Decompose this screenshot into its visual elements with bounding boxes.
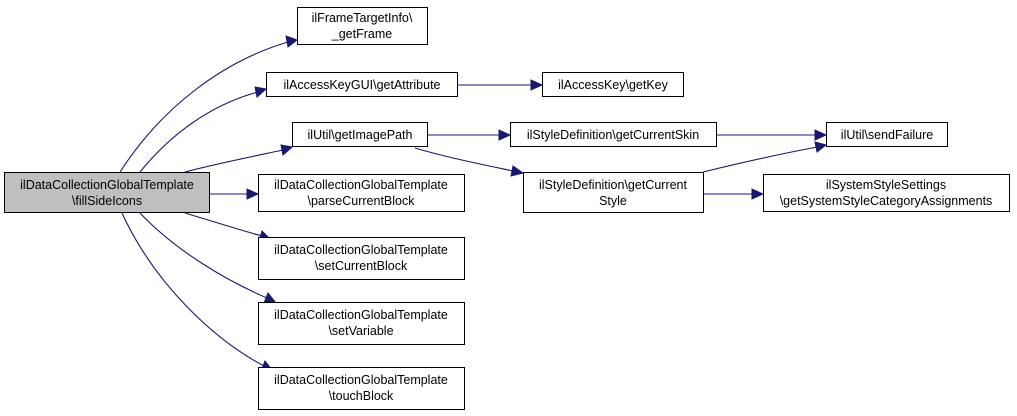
edge-root-to-imgpath	[184, 144, 294, 173]
node-label-line: \touchBlock	[329, 389, 394, 403]
node-label-line: ilDataCollectionGlobalTemplate	[274, 178, 448, 192]
node-imgpath[interactable]: ilUtil\getImagePath	[292, 122, 428, 147]
node-root[interactable]: ilDataCollectionGlobalTemplate \fillSide…	[4, 172, 210, 213]
node-parse[interactable]: ilDataCollectionGlobalTemplate \parseCur…	[258, 174, 465, 212]
node-setvar[interactable]: ilDataCollectionGlobalTemplate \setVaria…	[258, 302, 465, 345]
edge-style-to-sendfail	[702, 141, 828, 173]
node-label-line: ilAccessKeyGUI\getAttribute	[283, 78, 440, 92]
node-label-line: ilUtil\sendFailure	[841, 128, 933, 142]
node-akkey[interactable]: ilAccessKey\getKey	[542, 72, 684, 97]
node-sysstyle[interactable]: ilSystemStyleSettings \getSystemStyleCat…	[763, 174, 1010, 212]
node-label-line: \parseCurrentBlock	[308, 194, 416, 208]
edge-imgpath-to-style	[414, 147, 525, 177]
node-akgui[interactable]: ilAccessKeyGUI\getAttribute	[266, 72, 458, 97]
node-label-line: ilDataCollectionGlobalTemplate	[274, 308, 448, 322]
node-label-line: \setCurrentBlock	[315, 259, 408, 273]
node-label-line: \fillSideIcons	[72, 194, 142, 208]
node-label-line: \getSystemStyleCategoryAssignments	[780, 194, 993, 208]
node-label-line: ilStyleDefinition\getCurrentSkin	[527, 128, 699, 142]
edge-imgpath-to-skin	[428, 129, 512, 141]
node-frame[interactable]: ilFrameTargetInfo\ _getFrame	[297, 7, 428, 45]
edge-root-to-akgui	[139, 86, 268, 173]
node-touch[interactable]: ilDataCollectionGlobalTemplate \touchBlo…	[258, 367, 465, 410]
edge-root-to-frame	[119, 35, 299, 173]
node-label-line: ilDataCollectionGlobalTemplate	[20, 178, 194, 192]
edge-root-to-setvar	[139, 212, 278, 304]
node-label-line: ilUtil\getImagePath	[308, 128, 413, 142]
node-sendfail[interactable]: ilUtil\sendFailure	[826, 122, 948, 147]
node-label-line: ilAccessKey\getKey	[558, 78, 669, 92]
edge-root-to-touch	[121, 212, 275, 372]
node-setblock[interactable]: ilDataCollectionGlobalTemplate \setCurre…	[258, 237, 465, 280]
node-skin[interactable]: ilStyleDefinition\getCurrentSkin	[510, 122, 717, 147]
node-label-line: ilFrameTargetInfo\	[312, 11, 413, 25]
node-label-line: ilDataCollectionGlobalTemplate	[274, 373, 448, 387]
edge-root-to-parse	[210, 188, 260, 200]
nodes: ilDataCollectionGlobalTemplate \fillSide…	[4, 7, 1010, 410]
edge-style-to-sysstyle	[704, 188, 765, 200]
node-style[interactable]: ilStyleDefinition\getCurrent Style	[523, 172, 704, 213]
node-label-line: Style	[599, 194, 627, 208]
node-label-line: ilStyleDefinition\getCurrent	[539, 178, 688, 192]
node-label-line: _getFrame	[331, 27, 392, 41]
node-label-line: ilSystemStyleSettings	[826, 178, 946, 192]
edges	[119, 35, 828, 372]
node-label-line: ilDataCollectionGlobalTemplate	[274, 243, 448, 257]
node-label-line: \setVariable	[328, 324, 393, 338]
edge-skin-to-sendfail	[717, 129, 828, 141]
edge-root-to-setblock	[184, 212, 273, 242]
edge-akgui-to-akkey	[458, 79, 544, 91]
